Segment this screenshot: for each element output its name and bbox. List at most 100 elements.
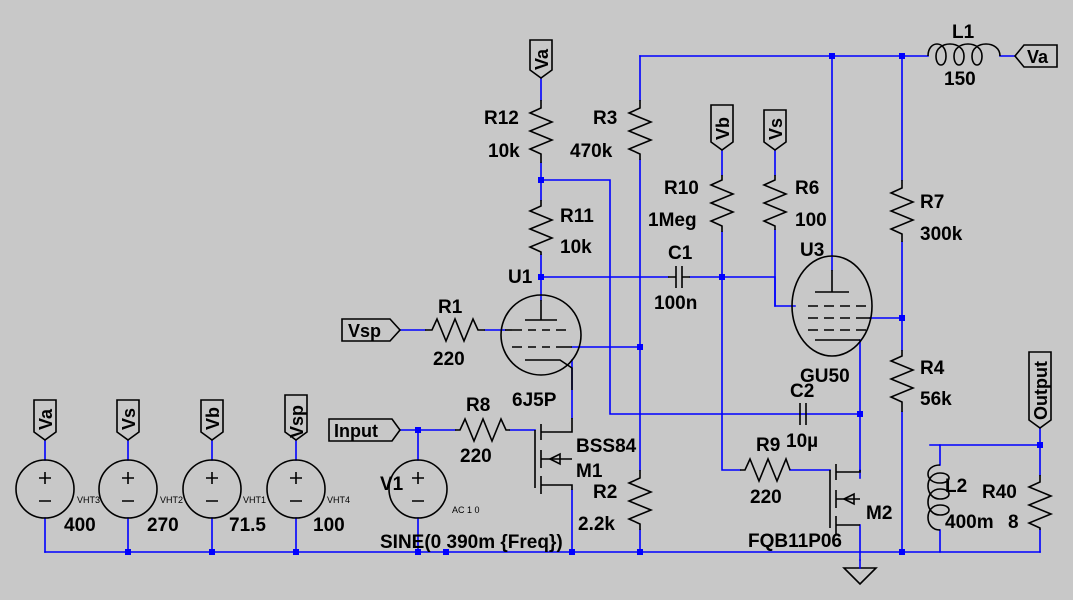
svg-text:8: 8 — [1008, 512, 1019, 533]
resistor-r6[interactable]: R6 100 — [761, 175, 827, 231]
svg-text:2.2k: 2.2k — [578, 514, 615, 535]
svg-text:220: 220 — [460, 446, 492, 467]
svg-text:Vb: Vb — [713, 117, 733, 140]
svg-text:Vs: Vs — [119, 408, 139, 430]
svg-text:L2: L2 — [945, 476, 967, 497]
svg-text:Va: Va — [36, 408, 56, 430]
svg-text:M2: M2 — [866, 503, 892, 524]
svg-text:U3: U3 — [800, 240, 824, 261]
net-flag-vs: Vs — [763, 109, 787, 151]
svg-text:R9: R9 — [756, 435, 780, 456]
svg-text:VHT1: VHT1 — [243, 495, 266, 505]
net-flag-va-right: Va — [1013, 44, 1058, 68]
svg-text:U1: U1 — [508, 267, 533, 288]
net-flag-vs-vht2: Vs — [116, 399, 140, 441]
voltage-source-vht1[interactable]: VHT1 71.5 — [182, 459, 266, 536]
capacitor-c1[interactable]: C1 100n — [654, 243, 697, 314]
resistor-r40[interactable]: R40 8 — [982, 475, 1054, 533]
resistor-r3[interactable]: R3 470k — [570, 100, 654, 162]
net-flag-vsp: Vsp — [341, 318, 402, 342]
svg-text:71.5: 71.5 — [229, 515, 266, 536]
svg-text:R7: R7 — [920, 192, 944, 213]
resistor-r9[interactable]: R9 220 — [740, 435, 791, 508]
svg-text:6J5P: 6J5P — [512, 390, 557, 411]
svg-text:Vb: Vb — [203, 407, 223, 430]
svg-text:VHT3: VHT3 — [77, 495, 100, 505]
svg-text:R10: R10 — [664, 178, 699, 199]
inductor-l1[interactable]: L1 150 — [927, 22, 1001, 90]
svg-text:Vsp: Vsp — [287, 405, 307, 438]
net-flag-va-top: Va — [529, 39, 553, 79]
svg-text:VHT2: VHT2 — [160, 495, 183, 505]
svg-text:Va: Va — [1027, 47, 1049, 67]
svg-text:Vsp: Vsp — [348, 321, 381, 341]
svg-text:10k: 10k — [488, 141, 520, 162]
capacitor-c2[interactable]: C2 10µ — [786, 381, 818, 452]
inductor-l2[interactable]: L2 400m — [927, 464, 994, 533]
junctions — [125, 53, 1043, 555]
wires — [44, 55, 1041, 561]
net-flag-input: Input — [328, 418, 401, 442]
voltage-source-vht3[interactable]: VHT3 400 — [15, 459, 100, 536]
svg-text:SINE(0 390m {Freq}): SINE(0 390m {Freq}) — [380, 532, 563, 553]
ground-symbol — [842, 559, 878, 586]
svg-text:GU50: GU50 — [800, 366, 850, 387]
svg-text:400m: 400m — [945, 512, 994, 533]
net-flag-output: Output — [1028, 351, 1052, 429]
svg-text:Output: Output — [1031, 361, 1051, 420]
net-flag-vb-vht1: Vb — [200, 399, 224, 441]
resistor-r4[interactable]: R4 56k — [888, 350, 952, 412]
svg-text:R8: R8 — [466, 395, 490, 416]
svg-text:Input: Input — [334, 421, 378, 441]
net-flag-vsp-vht4: Vsp — [284, 394, 308, 441]
svg-text:220: 220 — [750, 487, 782, 508]
svg-text:10k: 10k — [560, 237, 592, 258]
svg-text:C1: C1 — [668, 243, 693, 264]
tube-u3[interactable]: U3 GU50 — [791, 240, 873, 387]
svg-text:R40: R40 — [982, 482, 1017, 503]
svg-text:R11: R11 — [560, 206, 594, 227]
svg-text:270: 270 — [147, 515, 179, 536]
net-flag-vb: Vb — [710, 104, 734, 151]
svg-text:R6: R6 — [795, 178, 819, 199]
voltage-source-vht4[interactable]: VHT4 100 — [266, 459, 350, 536]
svg-text:Vs: Vs — [766, 118, 786, 140]
svg-text:AC 1 0: AC 1 0 — [452, 505, 480, 515]
svg-text:100: 100 — [313, 515, 345, 536]
svg-text:220: 220 — [433, 349, 465, 370]
svg-text:R3: R3 — [593, 108, 617, 129]
svg-text:470k: 470k — [570, 141, 613, 162]
svg-text:1Meg: 1Meg — [648, 210, 697, 231]
svg-text:Va: Va — [532, 48, 552, 70]
resistor-r11[interactable]: R11 10k — [527, 200, 594, 258]
svg-text:L1: L1 — [952, 22, 975, 43]
mosfet-m2[interactable]: M2 FQB11P06 — [748, 464, 892, 552]
svg-text:100: 100 — [795, 210, 827, 231]
voltage-source-vht2[interactable]: VHT2 270 — [98, 459, 183, 536]
resistor-r7[interactable]: R7 300k — [888, 180, 963, 245]
voltage-source-v1[interactable]: V1 AC 1 0 SINE(0 390m {Freq}) — [380, 459, 563, 553]
resistor-r12[interactable]: R12 10k — [484, 100, 555, 163]
svg-text:R12: R12 — [484, 108, 519, 129]
svg-text:FQB11P06: FQB11P06 — [748, 531, 842, 552]
svg-text:400: 400 — [64, 515, 96, 536]
svg-text:V1: V1 — [380, 474, 404, 495]
svg-text:C2: C2 — [790, 381, 814, 402]
mosfet-m1[interactable]: BSS84 M1 — [534, 418, 637, 494]
svg-text:M1: M1 — [576, 461, 603, 482]
resistor-r1[interactable]: R1 220 — [425, 297, 485, 370]
svg-text:10µ: 10µ — [786, 431, 818, 452]
svg-text:R1: R1 — [438, 297, 463, 318]
tube-u1[interactable]: U1 6J5P — [500, 267, 582, 411]
svg-text:R2: R2 — [593, 482, 617, 503]
svg-text:150: 150 — [944, 69, 976, 90]
svg-text:300k: 300k — [920, 224, 963, 245]
svg-text:VHT4: VHT4 — [327, 495, 350, 505]
resistor-r10[interactable]: R10 1Meg — [648, 175, 736, 232]
svg-text:BSS84: BSS84 — [576, 436, 637, 457]
svg-text:56k: 56k — [920, 389, 952, 410]
svg-text:100n: 100n — [654, 293, 697, 314]
resistor-r2[interactable]: R2 2.2k — [578, 470, 654, 535]
svg-text:R4: R4 — [920, 358, 945, 379]
resistor-r8[interactable]: R8 220 — [455, 395, 510, 467]
